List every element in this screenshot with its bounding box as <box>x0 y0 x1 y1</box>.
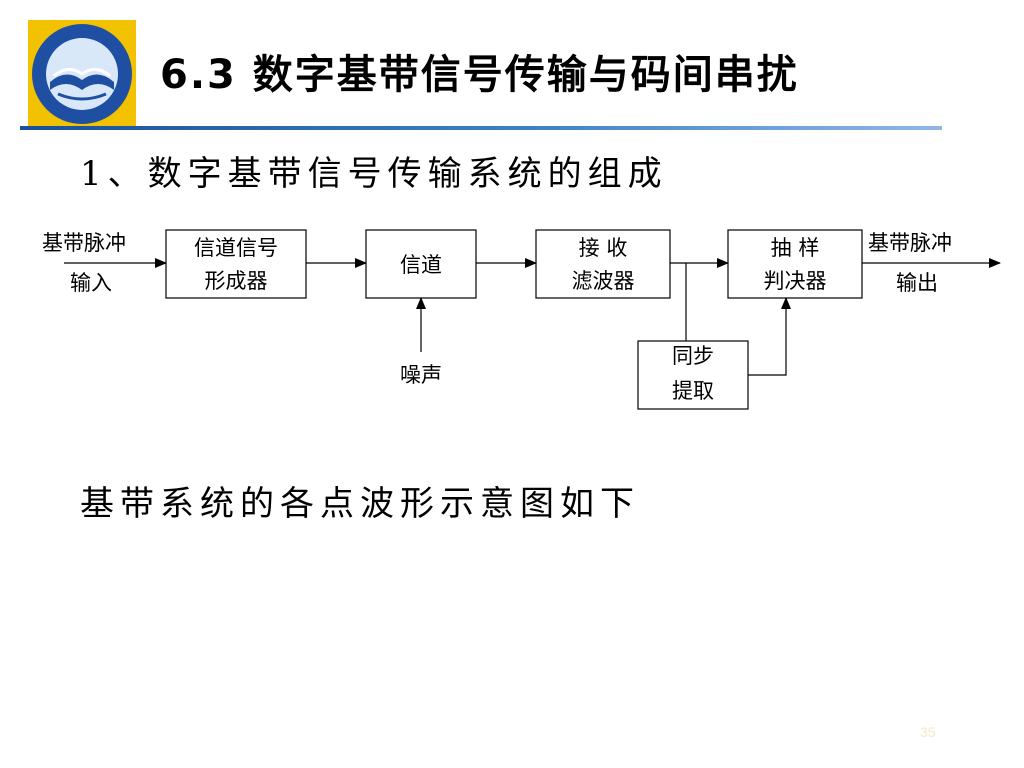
sampler-decision-block: 抽 样 判决器 <box>727 229 863 299</box>
output-label-line1: 基带脉冲 <box>868 231 952 255</box>
rx-filter-block: 接 收 滤波器 <box>535 229 671 299</box>
output-label-line2: 输出 <box>896 271 938 295</box>
channel-block: 信道 <box>365 229 477 299</box>
input-label-line2: 输入 <box>70 271 112 295</box>
tx-filter-block: 信道信号 形成器 <box>165 229 307 299</box>
slide-title: 6.3 数字基带信号传输与码间串扰 <box>160 52 799 98</box>
title-underline <box>20 126 942 130</box>
sampler-label-line1: 抽 样 <box>771 236 820 260</box>
waveform-caption: 基带系统的各点波形示意图如下 <box>80 484 640 524</box>
section-heading: 1、数字基带信号传输系统的组成 <box>80 154 668 194</box>
rx-filter-label-line2: 滤波器 <box>572 269 635 293</box>
university-logo <box>28 20 136 128</box>
page-number: 35 <box>920 724 936 740</box>
tx-filter-label-line2: 形成器 <box>205 269 268 293</box>
sync-label-line2: 提取 <box>672 379 714 403</box>
sync-label-line1: 同步 <box>672 344 714 368</box>
noise-label: 噪声 <box>400 363 442 387</box>
input-label-line1: 基带脉冲 <box>42 231 126 255</box>
rx-filter-label-line1: 接 收 <box>579 236 628 260</box>
sync-to-sampler-arrow <box>748 297 791 376</box>
tx-filter-label-line1: 信道信号 <box>194 236 278 260</box>
channel-label: 信道 <box>400 253 442 277</box>
sampler-label-line2: 判决器 <box>764 269 827 293</box>
sync-extraction-block: 同步 提取 <box>637 340 749 410</box>
